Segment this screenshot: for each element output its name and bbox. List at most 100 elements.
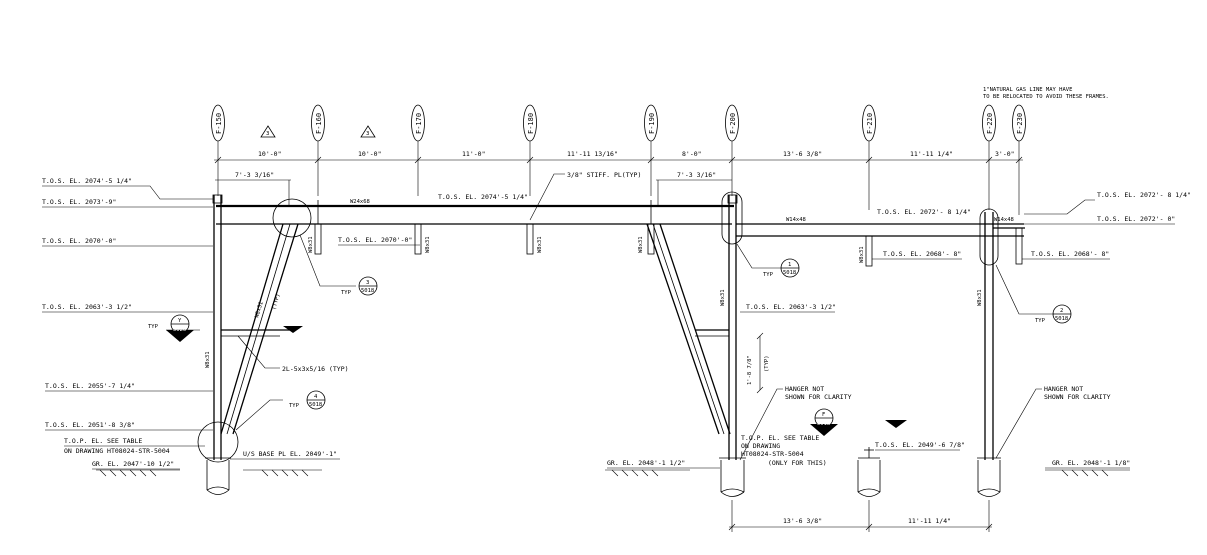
vert-dim-label: 1'-8 7/8" — [747, 355, 753, 385]
svg-text:TYP: TYP — [763, 272, 774, 278]
vert-dim-typ: (TYP) — [764, 355, 770, 372]
brace-typ: (TYP) — [271, 293, 282, 311]
section-mark-f-5018: F 5018 — [810, 408, 907, 436]
dim-f190-f200: 8'-0" — [682, 150, 702, 158]
bottom-dimension-string: 13'-6 3/8" 11'-11 1/4" — [728, 500, 993, 532]
svg-text:5018: 5018 — [783, 270, 796, 276]
svg-text:F-220: F-220 — [986, 113, 994, 134]
svg-text:4: 4 — [314, 394, 318, 400]
dim-f150-f160: 10'-0" — [258, 150, 281, 158]
grid-bubble-f190: F-190 — [644, 104, 658, 196]
elev-top-see-table: T.O.P. EL. SEE TABLE — [64, 437, 142, 445]
svg-text:F-180: F-180 — [527, 113, 535, 134]
elevation-labels-left: T.O.S. EL. 2074'-5 1/4" T.O.S. EL. 2073'… — [42, 177, 213, 470]
post-size-f160: W8x31 — [308, 236, 314, 253]
member-beam-far: W14x48 — [994, 217, 1014, 223]
on-drawing-mid: ON DRAWING — [741, 442, 780, 450]
dim-f200-f210: 13'-6 3/8" — [783, 150, 822, 158]
elev-tos-2068-a: T.O.S. EL. 2068'- 8" — [883, 250, 961, 258]
member-beam-right: W14x48 — [786, 217, 806, 223]
base-plate-label: U/S BASE PL EL. 2049'-1" — [243, 450, 337, 458]
callout-4-5018: 4 5018 TYP — [235, 390, 326, 431]
member-beam-main: W24x68 — [350, 199, 370, 205]
grid-bubble-f230: F-230 — [1012, 104, 1026, 215]
dim-f170-f180: 11'-0" — [462, 150, 485, 158]
svg-text:F-200: F-200 — [729, 113, 737, 134]
drawing-no-mid: HT08024-STR-5004 — [741, 450, 804, 458]
elev-tos-2074-mid: T.O.S. EL. 2074'-5 1/4" — [438, 193, 528, 201]
elev-tos-2063: T.O.S. EL. 2063'-3 1/2" — [42, 303, 132, 311]
svg-text:TYP: TYP — [1035, 318, 1046, 324]
dim-f160-f170: 10'-0" — [358, 150, 381, 158]
frame-mid — [646, 191, 1024, 497]
svg-text:3: 3 — [266, 131, 269, 137]
svg-text:F-190: F-190 — [648, 113, 656, 134]
elev-tos-2051: T.O.S. EL. 2051'-8 3/8" — [45, 421, 135, 429]
grid-bubbles: F-150 F-160 F-170 F-180 F-190 F-200 F-21… — [211, 104, 1026, 215]
brace-angle-label: 2L-5x3x5/16 (TYP) — [282, 365, 349, 373]
note-line-1: 1"NATURAL GAS LINE MAY HAVE — [983, 87, 1072, 93]
svg-text:F: F — [822, 412, 825, 418]
svg-text:5018: 5018 — [361, 288, 374, 294]
svg-text:F-170: F-170 — [415, 113, 423, 134]
svg-text:TYP: TYP — [148, 324, 159, 330]
post-size-f170: W8x31 — [425, 236, 431, 253]
grid-bubble-f150: F-150 — [211, 104, 225, 196]
revision-mark-1: 3 — [260, 125, 276, 138]
stiff-plate-label: 3/8" STIFF. PL(TYP) — [567, 171, 641, 179]
note-line-2: TO BE RELOCATED TO AVOID THESE FRAMES. — [983, 94, 1109, 100]
elev-tos-2072-8: T.O.S. EL. 2072'- 8 1/4" — [1097, 191, 1191, 199]
svg-text:TYP: TYP — [341, 290, 352, 296]
member-labels-rotated: W8x31 W8x31 W8x31 W8x31 W8x31 W8x31 W8x3… — [205, 236, 983, 368]
col-size-f220: W8x31 — [977, 289, 983, 306]
svg-text:1: 1 — [788, 262, 791, 268]
grid-bubble-f170: F-170 — [411, 104, 425, 196]
elev-tos-2049: T.O.S. EL. 2049'-6 7/8" — [875, 441, 965, 449]
svg-text:7'-3 3/16": 7'-3 3/16" — [235, 171, 274, 179]
ground-marks — [96, 469, 1130, 477]
elev-tos-2074-left: T.O.S. EL. 2074'-5 1/4" — [42, 177, 132, 185]
top-see-table-mid: T.O.P. EL. SEE TABLE — [741, 434, 819, 442]
col-size-f200: W8x31 — [720, 289, 726, 306]
elev-tos-2072-0: T.O.S. EL. 2072'- 0" — [1097, 215, 1175, 223]
svg-text:5018: 5018 — [309, 402, 322, 408]
hanger-note-right-2: SHOWN FOR CLARITY — [1044, 393, 1111, 401]
callout-1-5018: 1 5018 TYP — [736, 243, 800, 278]
gr-2048-mid: GR. EL. 2048'-1 1/2" — [607, 459, 685, 467]
dim-f180-f190: 11'-11 13/16" — [567, 150, 618, 158]
grid-bubble-f210: F-210 — [862, 104, 876, 210]
top-dimension-string: 10'-0" 10'-0" 11'-0" 11'-11 13/16" 8'-0"… — [214, 150, 1023, 164]
svg-text:Y: Y — [178, 318, 182, 324]
svg-text:3: 3 — [366, 131, 369, 137]
elev-tos-2072-8-left: T.O.S. EL. 2072'- 8 1/4" — [877, 208, 971, 216]
sub-dimension-mid: 7'-3 3/16" — [656, 171, 732, 205]
svg-text:3: 3 — [366, 280, 369, 286]
post-size-f210: W8x31 — [859, 246, 865, 263]
frame-left — [197, 194, 734, 495]
elev-tos-2068-b: T.O.S. EL. 2068'- 8" — [1031, 250, 1109, 258]
svg-text:2: 2 — [1060, 308, 1063, 314]
elev-tos-2073: T.O.S. EL. 2073'-9" — [42, 198, 116, 206]
elev-tos-2070-mid: T.O.S. EL. 2070'-0" — [338, 236, 412, 244]
svg-text:F-230: F-230 — [1016, 113, 1024, 134]
grid-bubble-f220: F-220 — [982, 104, 996, 210]
callout-2-5018: 2 5018 TYP — [995, 264, 1072, 324]
svg-text:F-210: F-210 — [866, 113, 874, 134]
svg-text:5018: 5018 — [1055, 316, 1068, 322]
elev-tos-2055: T.O.S. EL. 2055'-7 1/4" — [45, 382, 135, 390]
brace-size: W8x31 — [254, 301, 265, 319]
svg-text:5018: 5018 — [817, 421, 830, 427]
hanger-note-mid-1: HANGER NOT — [785, 385, 824, 393]
hanger-note-right-1: HANGER NOT — [1044, 385, 1083, 393]
only-for-this: (ONLY FOR THIS) — [768, 459, 827, 467]
dim-f210-f220: 11'-11 1/4" — [910, 150, 953, 158]
svg-text:7'-3 3/16": 7'-3 3/16" — [677, 171, 716, 179]
grid-bubble-f200: F-200 — [725, 104, 739, 196]
grid-bubble-f180: F-180 — [523, 104, 537, 196]
callout-3-5018: 3 5018 TYP — [299, 234, 378, 296]
post-size-f180: W8x31 — [537, 236, 543, 253]
grid-bubble-f160: F-160 — [311, 104, 325, 196]
hanger-note-mid-2: SHOWN FOR CLARITY — [785, 393, 852, 401]
frame-f210 — [857, 235, 881, 497]
